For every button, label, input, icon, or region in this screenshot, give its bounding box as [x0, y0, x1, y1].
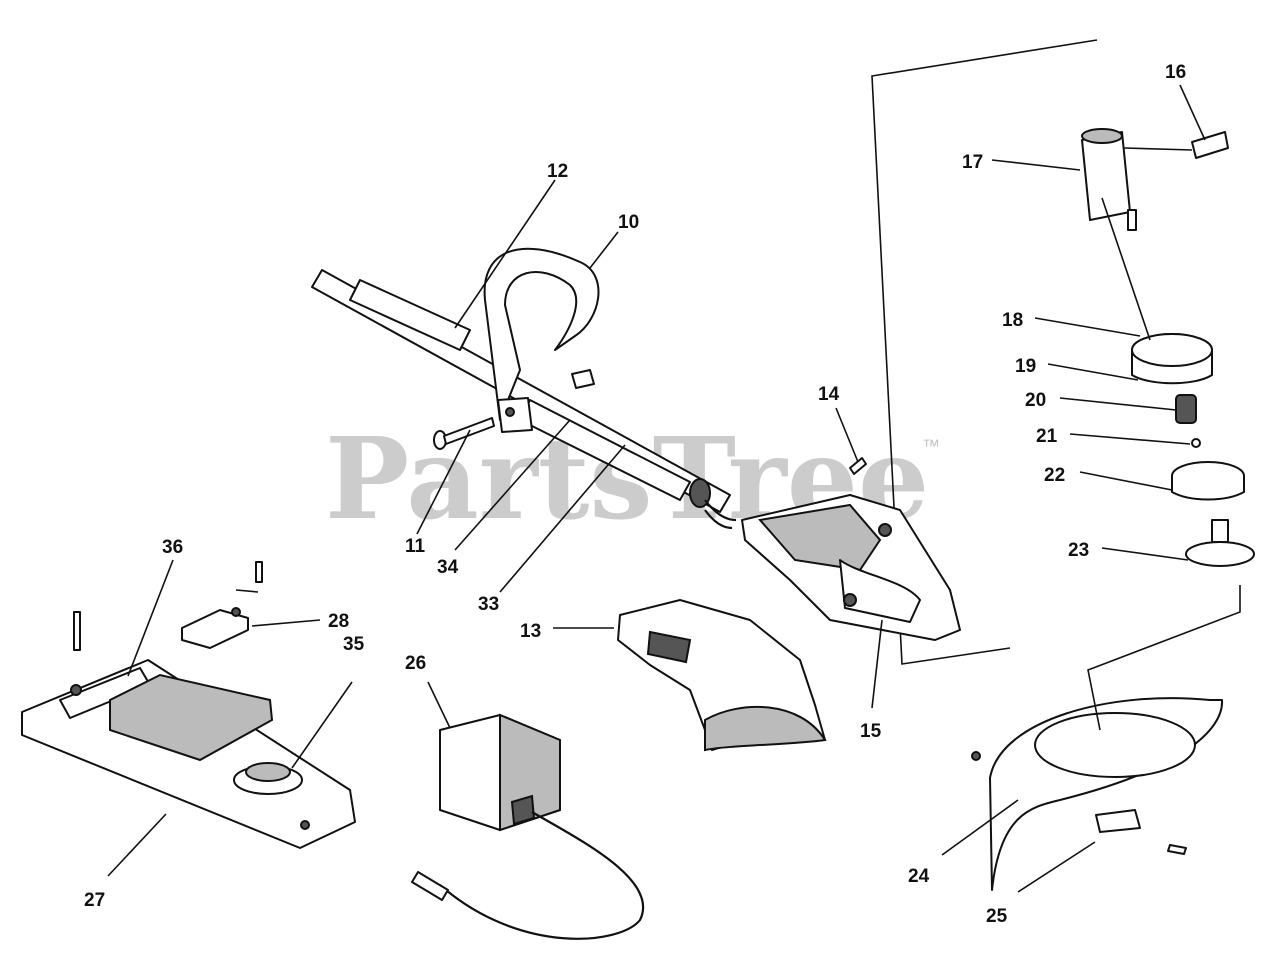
motor-assembly-frame	[871, 39, 1098, 665]
callout-33: 33	[478, 594, 499, 615]
wing-nut	[571, 369, 595, 389]
callout-18: 18	[1002, 310, 1023, 331]
base-screws	[73, 561, 263, 651]
callout-24: 24	[908, 866, 930, 887]
trimmer-guard	[971, 697, 1224, 891]
motor-brush	[1191, 131, 1229, 159]
callout-11: 11	[405, 536, 426, 557]
callout-25: 25	[986, 906, 1008, 927]
leader-lines	[107, 84, 1206, 893]
fan-assembly	[1131, 333, 1213, 385]
callout-36: 36	[162, 537, 183, 558]
callout-19: 19	[1015, 356, 1036, 377]
spring	[1175, 394, 1197, 424]
callout-26: 26	[405, 653, 426, 674]
callout-16: 16	[1165, 62, 1186, 83]
callout-12: 12	[547, 161, 568, 182]
callout-28: 28	[328, 611, 349, 632]
spool-cap	[1185, 519, 1255, 567]
callout-15: 15	[860, 721, 882, 742]
motor-housing	[741, 494, 961, 641]
mounting-bracket	[181, 607, 249, 649]
charger-plug	[411, 871, 449, 901]
callout-21: 21	[1036, 426, 1058, 447]
lower-housing	[617, 599, 827, 752]
line-cutter-blade	[1095, 809, 1187, 855]
callout-34: 34	[437, 557, 459, 578]
charger-adapter	[439, 713, 561, 832]
motor	[1081, 128, 1137, 231]
assembly-connection-line	[1087, 585, 1241, 731]
charger-base	[21, 659, 356, 849]
callout-27: 27	[84, 890, 105, 911]
callout-22: 22	[1044, 465, 1065, 486]
shaft-tube	[311, 269, 731, 513]
callout-14: 14	[818, 384, 840, 405]
charger-cord	[439, 811, 644, 940]
callout-35: 35	[343, 634, 365, 655]
assist-handle	[483, 247, 600, 433]
callout-labels: 12 10 11 34 33 13 14 15 16 17 18 19 20 2…	[84, 62, 1186, 927]
washer	[1191, 438, 1201, 448]
callout-13: 13	[520, 621, 541, 642]
watermark-trademark: ™	[922, 436, 940, 456]
callout-23: 23	[1068, 540, 1089, 561]
callout-10: 10	[618, 212, 639, 233]
callout-20: 20	[1025, 390, 1046, 411]
callout-17: 17	[962, 152, 983, 173]
spool	[1171, 461, 1245, 501]
